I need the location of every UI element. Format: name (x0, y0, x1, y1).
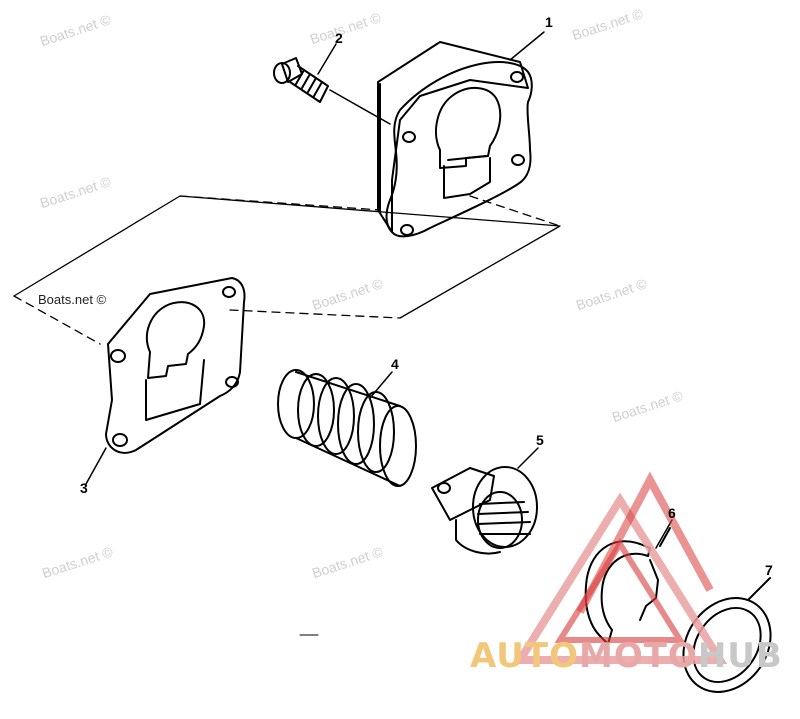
callout-7: 7 (765, 562, 773, 578)
leader-line-6 (655, 519, 673, 549)
watermark-text-dark: Boats.net © (38, 292, 107, 307)
leader-line-1 (509, 31, 545, 61)
bolt-part-2 (273, 57, 391, 125)
leader-line-4 (369, 371, 393, 399)
callout-4: 4 (391, 356, 399, 372)
callout-1: 1 (545, 14, 553, 30)
spring-part-4 (277, 369, 417, 487)
callout-2: 2 (335, 30, 343, 46)
gasket-part-3 (13, 195, 561, 454)
leader-line-2 (317, 43, 337, 75)
leader-line-5 (517, 447, 539, 469)
callout-3: 3 (80, 480, 88, 496)
brand-part-1: AUTO (470, 636, 579, 676)
brand-logo-text: AUTOMOTOHUB (470, 636, 783, 676)
thermostat-part-5 (431, 466, 538, 555)
thermostat-housing-part-1 (377, 41, 533, 238)
brand-part-3: HUB (697, 636, 783, 676)
brand-logo-triangles (512, 471, 728, 664)
callout-5: 5 (536, 432, 544, 448)
callout-6: 6 (668, 505, 676, 521)
brand-part-2: MOTO (578, 636, 698, 676)
leader-line-3 (85, 447, 107, 485)
